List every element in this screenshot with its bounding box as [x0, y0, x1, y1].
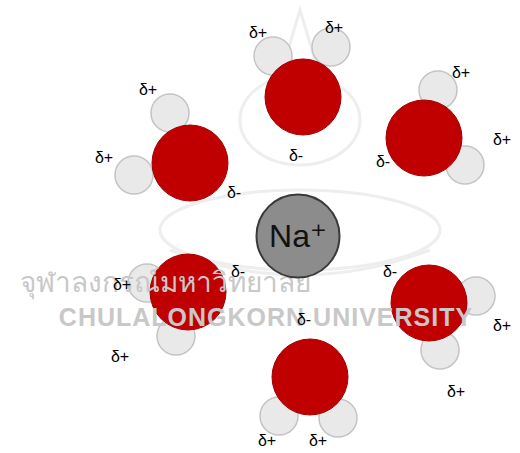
hydrogen-atom	[115, 156, 153, 194]
partial-charge: δ+	[493, 318, 511, 334]
partial-charge: δ-	[383, 264, 397, 280]
partial-charge: δ-	[376, 154, 390, 170]
partial-charge: δ+	[325, 20, 343, 36]
water-molecule	[254, 28, 350, 135]
partial-charge: δ-	[227, 185, 241, 201]
partial-charge: δ-	[297, 312, 311, 328]
oxygen-atom	[152, 125, 228, 201]
ion-circle-shape	[257, 195, 340, 278]
oxygen-atom	[272, 339, 348, 415]
water-molecules	[115, 28, 495, 437]
oxygen-atom	[265, 59, 341, 135]
water-molecule	[260, 339, 357, 437]
partial-charge: δ+	[452, 65, 470, 81]
partial-charge: δ+	[139, 82, 157, 98]
water-molecule	[386, 71, 484, 184]
watermark-text: CHULALONGKORN UNIVERSITY	[59, 305, 473, 330]
water-molecule	[115, 94, 228, 201]
partial-charge: δ+	[113, 277, 131, 293]
sodium-ion: Na⁺	[255, 193, 341, 279]
watermark-text: จุฬาลงกรณ์มหาวิทยาลัย	[20, 269, 311, 297]
partial-charge: δ+	[309, 433, 327, 449]
partial-charge: δ+	[447, 384, 465, 400]
ion-label: Na⁺	[269, 220, 327, 252]
partial-charge: δ+	[258, 433, 276, 449]
partial-charge: δ+	[493, 132, 511, 148]
partial-charge: δ+	[111, 349, 129, 365]
partial-charge: δ-	[289, 148, 303, 164]
partial-charge: δ+	[249, 25, 267, 41]
oxygen-atom	[386, 100, 462, 176]
partial-charge: δ-	[231, 264, 245, 280]
oxygen-atom	[391, 265, 467, 341]
partial-charge: δ+	[95, 150, 113, 166]
